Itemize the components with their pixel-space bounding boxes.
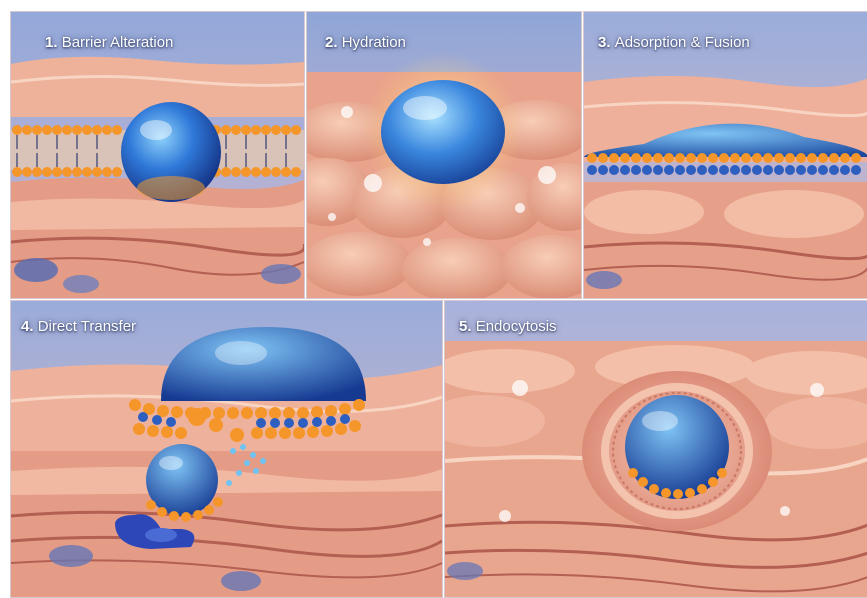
panel-title: 1. Barrier Alteration <box>45 34 173 51</box>
step-label: Adsorption & Fusion <box>615 34 750 51</box>
panel-hydration: 2. Hydration <box>306 11 582 299</box>
panel-endocytosis: 5. Endocytosis <box>444 300 867 598</box>
adsorption-fusion-illustration <box>584 12 867 298</box>
panel-title: 3. Adsorption & Fusion <box>598 34 750 51</box>
direct-transfer-illustration <box>11 301 442 597</box>
barrier-alteration-illustration <box>11 12 304 298</box>
panel-direct-transfer: 4. Direct Transfer <box>10 300 443 598</box>
vesicle <box>381 80 505 184</box>
panel-barrier-alteration: 1. Barrier Alteration <box>10 11 305 299</box>
step-number: 2. <box>325 34 338 51</box>
vesicle <box>121 102 221 202</box>
step-number: 1. <box>45 34 58 51</box>
skin-layers <box>584 76 867 298</box>
step-label: Endocytosis <box>476 318 557 335</box>
hydration-illustration <box>307 12 581 298</box>
panel-title: 4. Direct Transfer <box>21 318 136 335</box>
step-number: 5. <box>459 318 472 335</box>
panel-adsorption-fusion: 3. Adsorption & Fusion <box>583 11 867 299</box>
step-number: 4. <box>21 318 34 335</box>
internalized-vesicle <box>625 395 729 499</box>
endocytosis-illustration <box>445 301 867 597</box>
panel-title: 2. Hydration <box>325 34 406 51</box>
step-label: Hydration <box>342 34 406 51</box>
panel-title: 5. Endocytosis <box>459 318 557 335</box>
step-label: Direct Transfer <box>38 318 136 335</box>
step-number: 3. <box>598 34 611 51</box>
step-label: Barrier Alteration <box>62 34 174 51</box>
